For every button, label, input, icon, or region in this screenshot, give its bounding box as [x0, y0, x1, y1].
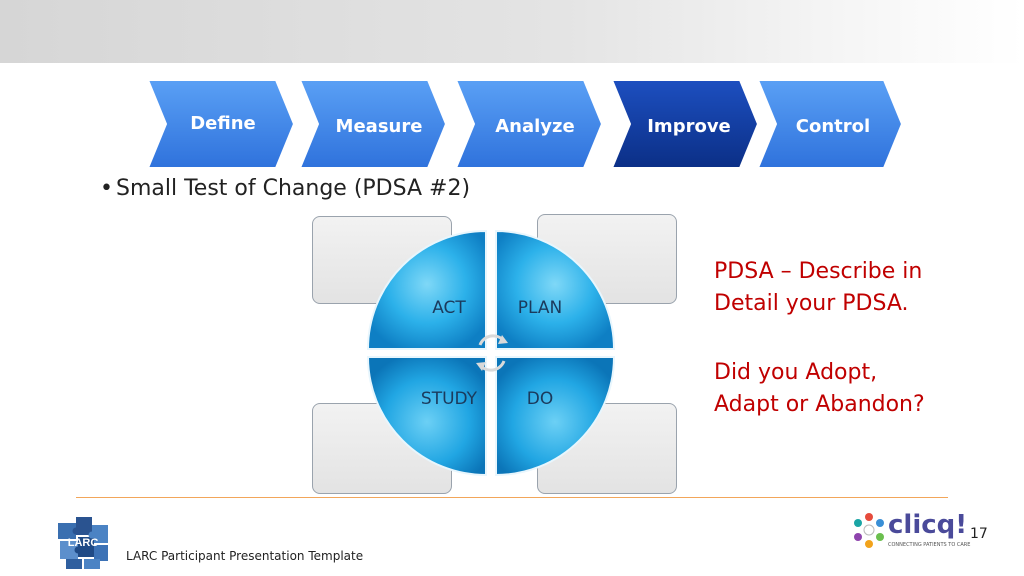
clicq-logo: clicq! CONNECTING PATIENTS TO CARE	[852, 510, 970, 552]
step-control[interactable]	[756, 79, 904, 169]
quadrant-plan	[495, 229, 616, 350]
clicq-wordmark: clicq!	[888, 510, 968, 540]
quadrant-act	[366, 229, 487, 350]
do-label: DO	[526, 389, 554, 409]
quadrant-do	[495, 356, 616, 477]
instruction-line-2: Detail your PDSA.	[714, 291, 909, 316]
step-analyze[interactable]	[454, 79, 604, 169]
step-define[interactable]	[146, 79, 296, 169]
clicq-figures-icon	[854, 513, 884, 548]
step-control-label: Control	[795, 116, 871, 137]
instruction-line-4: Adapt or Abandon?	[714, 392, 925, 417]
footer-divider	[76, 497, 948, 498]
bullet-icon: •	[100, 176, 113, 201]
study-label: STUDY	[420, 389, 478, 409]
instruction-line-3: Did you Adopt,	[714, 360, 878, 385]
step-improve-label: Improve	[647, 116, 731, 137]
clicq-tagline: CONNECTING PATIENTS TO CARE	[888, 542, 971, 548]
instruction-line-1: PDSA – Describe in	[714, 259, 923, 284]
bullet-text: Small Test of Change (PDSA #2)	[116, 176, 471, 201]
template-name: LARC Participant Presentation Template	[126, 549, 364, 563]
header-band	[0, 0, 1024, 63]
bullet-point: •Small Test of Change (PDSA #2)	[100, 176, 470, 201]
step-analyze-label: Analyze	[495, 116, 575, 137]
process-steps	[146, 79, 904, 169]
pdsa-cycle	[366, 229, 616, 477]
quadrant-study	[366, 356, 487, 477]
page-number: 17	[970, 526, 988, 542]
larc-logo-text: LARC	[68, 537, 99, 549]
plan-label: PLAN	[517, 298, 563, 318]
step-measure[interactable]	[298, 79, 448, 169]
act-label: ACT	[432, 298, 466, 318]
larc-logo: LARC	[56, 515, 110, 569]
step-improve[interactable]	[610, 79, 760, 169]
step-define-label: Define	[190, 113, 256, 134]
step-measure-label: Measure	[335, 116, 423, 137]
